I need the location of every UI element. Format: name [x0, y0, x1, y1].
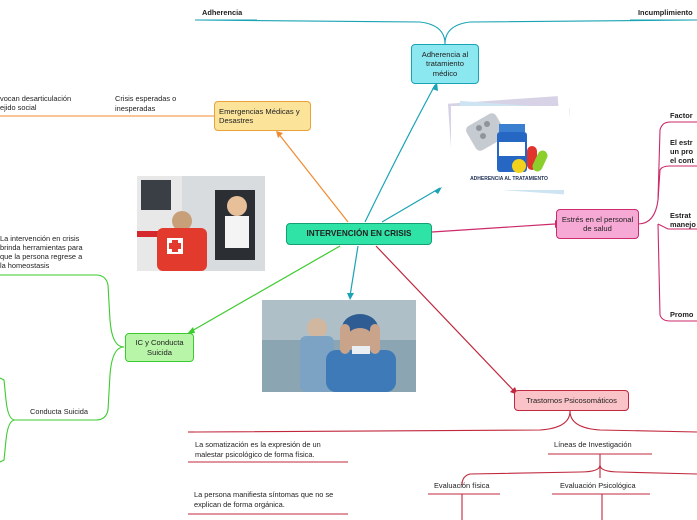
central-label: INTERVENCIÓN EN CRISIS	[306, 228, 412, 238]
label-un-pro: un pro	[670, 147, 693, 156]
label-promo: Promo	[670, 310, 694, 319]
label-eval-psico: Evaluación Psicológica	[560, 481, 636, 490]
label-intervencion-3: que la persona regrese a	[0, 252, 83, 261]
ambulance-image	[137, 176, 265, 271]
label-tejido: ejido social	[0, 103, 37, 112]
label-somatizacion: La somatización es la expresión de un ma…	[195, 440, 321, 459]
label-el-estr: El estr	[670, 138, 693, 147]
label-eval-fisica: Evaluación física	[434, 481, 490, 490]
label-adherencia: Adherencia	[202, 8, 243, 17]
node-ic-label: IC y Conducta Suicida	[135, 338, 184, 357]
label-provocan: vocan desarticulación	[0, 94, 72, 103]
node-central[interactable]: INTERVENCIÓN EN CRISIS	[286, 223, 432, 245]
link-nurse-image	[349, 245, 359, 297]
label-intervencion-4: la homeostasis	[0, 261, 50, 270]
link-adherencia	[364, 84, 436, 223]
node-trastornos[interactable]: Trastornos Psicosomáticos	[514, 390, 629, 411]
label-manifiesta: La persona manifiesta síntomas que no se…	[194, 490, 334, 509]
node-estres-label: Estrés en el personal de salud	[561, 214, 634, 233]
link-image	[381, 187, 441, 223]
node-emergencias-label: Emergencias Médicas y Desastres	[219, 106, 300, 125]
stressed-worker-image	[262, 300, 416, 392]
label-estrat: Estrat	[670, 211, 691, 220]
label-factor: Factor	[670, 111, 693, 120]
node-ic-conducta[interactable]: IC y Conducta Suicida	[125, 333, 194, 362]
adherencia-caption: ADHERENCIA AL TRATAMIENTO	[470, 176, 548, 182]
label-lineas: Líneas de Investigación	[554, 440, 632, 449]
link-estres	[431, 223, 556, 233]
label-el-cont: el cont	[670, 156, 694, 165]
label-manejo: manejo	[670, 220, 696, 229]
adherencia-image: ADHERENCIA AL TRATAMIENTO	[443, 96, 575, 200]
node-adherencia-tratamiento[interactable]: Adherencia al tratamiento médico	[411, 44, 479, 84]
label-conducta-suicida: Conducta Suicida	[30, 407, 88, 416]
node-estres[interactable]: Estrés en el personal de salud	[556, 209, 639, 239]
label-crisis-esperadas: Crisis esperadas o inesperadas	[115, 94, 177, 113]
link-emergencias	[277, 132, 349, 223]
node-trastornos-label: Trastornos Psicosomáticos	[526, 395, 617, 405]
link-ic	[189, 245, 341, 333]
label-intervencion-2: brinda herramientas para	[0, 243, 83, 252]
label-incumplimiento: Incumplimiento	[638, 8, 693, 17]
label-intervencion-1: La intervención en crisis	[0, 234, 80, 243]
link-trastornos	[375, 245, 516, 393]
node-adherencia-label: Adherencia al tratamiento médico	[421, 49, 469, 78]
node-emergencias[interactable]: Emergencias Médicas y Desastres	[214, 101, 311, 131]
